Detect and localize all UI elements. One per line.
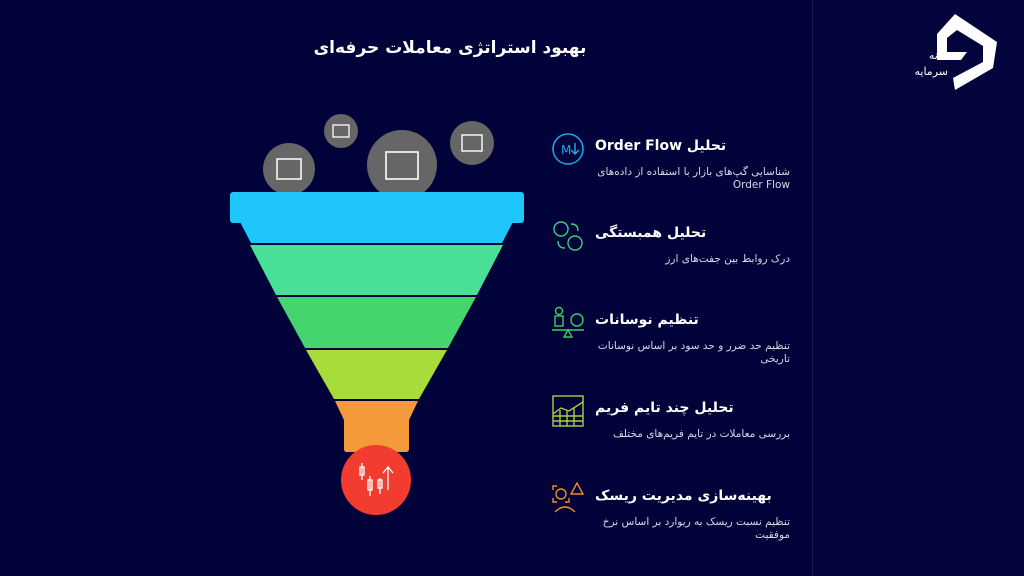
logo-text: خانه سرمایه	[914, 49, 948, 78]
item-heading: تحلیل Order Flow	[595, 138, 727, 154]
item-heading: تحلیل چند تایم فریم	[595, 400, 734, 416]
candlestick-up-icon	[359, 463, 394, 496]
item-heading: تنظیم نوسانات	[595, 312, 699, 328]
item-description: شناسایی گپ‌های بازار با استفاده از داده‌…	[597, 166, 790, 191]
item-order-flow: M تحلیل Order Flow شناسایی گپ‌های بازار …	[545, 132, 790, 192]
item-description: تنظیم حد ضرر و حد سود بر اساس نوسانات تا…	[597, 340, 790, 365]
logo-panel	[812, 0, 1024, 576]
item-heading: بهینه‌سازی مدیریت ریسک	[595, 488, 772, 504]
funnel-band-1	[240, 222, 513, 243]
bubble-top-left	[263, 143, 315, 195]
bulb	[341, 445, 411, 515]
item-heading: تحلیل همبستگی	[595, 225, 707, 241]
funnel-diagram	[230, 114, 524, 515]
item-risk-management: بهینه‌سازی مدیریت ریسک تنظیم نسبت ریسک ب…	[545, 482, 790, 542]
item-description: تنظیم نسبت ریسک به ریوارد بر اساس نرخ مو…	[602, 516, 790, 541]
item-correlation: تحلیل همبستگی درک روابط بین جفت‌های ارز	[545, 219, 790, 269]
risk-warning-icon	[552, 482, 585, 513]
svg-text:M: M	[561, 143, 571, 157]
funnel-band-4	[306, 350, 447, 399]
bubble-right	[450, 121, 494, 165]
markdown-down-icon: M	[552, 133, 584, 165]
funnel-band-2	[250, 245, 503, 295]
bubble-large	[367, 130, 437, 200]
funnel-band-5	[335, 401, 418, 452]
item-multi-timeframe: تحلیل چند تایم فریم بررسی معاملات در تای…	[545, 394, 790, 444]
logo-house-icon	[937, 14, 997, 90]
temperature-convert-icon	[553, 221, 583, 251]
item-volatility: تنظیم نوسانات تنظیم حد ضرر و حد سود بر ا…	[545, 306, 790, 366]
balance-dollar-icon	[552, 306, 584, 338]
item-description: درک روابط بین جفت‌های ارز	[665, 253, 790, 265]
funnel-rim	[230, 192, 524, 223]
bubble-small	[324, 114, 358, 148]
item-description: بررسی معاملات در تایم فریم‌های مختلف	[612, 428, 790, 440]
chart-grid-icon	[552, 395, 584, 427]
funnel-band-3	[277, 297, 476, 348]
page-title: بهبود استراتژی معاملات حرفه‌ای	[313, 38, 587, 58]
